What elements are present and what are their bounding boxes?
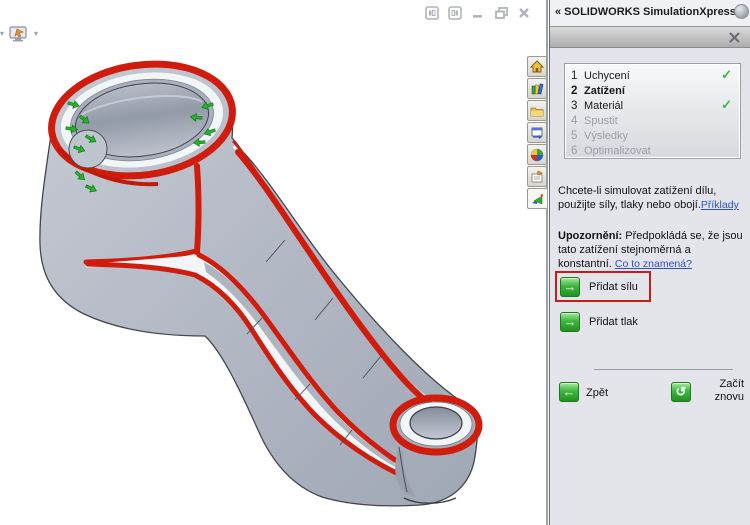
warning-label: Upozornění: bbox=[558, 230, 623, 242]
step-label: Uchycení bbox=[584, 69, 630, 82]
step-label: Spustit bbox=[584, 114, 618, 127]
pocket-face bbox=[85, 252, 406, 479]
restart-label[interactable]: Začít znovu bbox=[714, 378, 744, 403]
arrow-right-icon: → bbox=[563, 279, 577, 294]
wizard-step-3[interactable]: 3 Materiál ✓ bbox=[571, 97, 734, 113]
step-label: Materiál bbox=[584, 99, 624, 112]
wizard-step-1[interactable]: 1 Uchycení ✓ bbox=[571, 67, 734, 83]
wizard-step-2[interactable]: 2 Zatížení bbox=[571, 83, 734, 98]
taskpane-tab-view-palette[interactable] bbox=[527, 122, 547, 143]
taskpane-tab-simulationxpress[interactable] bbox=[527, 188, 547, 209]
intro-text: Chcete-li simulovat zatížení dílu, použi… bbox=[558, 185, 717, 211]
simulationxpress-icon bbox=[532, 193, 543, 204]
floating-toolbar: ▾ ▾ bbox=[0, 22, 38, 46]
step-number: 3 bbox=[571, 99, 578, 112]
minimize-button[interactable] bbox=[470, 5, 486, 21]
boss-notch bbox=[68, 129, 108, 169]
check-icon: ✓ bbox=[721, 97, 732, 112]
toolbar-dropdown-icon[interactable]: ▾ bbox=[34, 29, 39, 38]
toolbar-left-arrow-icon[interactable]: ▾ bbox=[0, 29, 5, 38]
arrow-right-icon: → bbox=[563, 314, 577, 329]
restore-button[interactable] bbox=[493, 5, 509, 21]
simulationxpress-panel: « SOLIDWORKS SimulationXpress 1 Uchycení ✓… bbox=[549, 0, 750, 525]
back-label[interactable]: Zpět bbox=[586, 387, 609, 399]
wizard-step-6: 6 Optimalizovat bbox=[571, 143, 734, 158]
wizard-step-5: 5 Výsledky bbox=[571, 128, 734, 143]
step-label: Optimalizovat bbox=[584, 144, 651, 157]
warning-text: Předpokládá se, že jsou tato zatížení st… bbox=[558, 230, 743, 270]
arrow-left-icon: ← bbox=[562, 384, 576, 399]
add-force-label[interactable]: Přidat sílu bbox=[589, 281, 638, 293]
examples-link[interactable]: Příklady bbox=[700, 199, 739, 211]
taskpane-tab-custom-properties[interactable] bbox=[527, 166, 547, 187]
step-number: 4 bbox=[571, 114, 578, 127]
close-icon[interactable] bbox=[728, 31, 741, 44]
view-palette-icon bbox=[531, 127, 543, 139]
step-label: Zatížení bbox=[584, 84, 625, 97]
steps-list: 1 Uchycení ✓ 2 Zatížení 3 Materiál ✓ 4 Spustit 5 Vý… bbox=[564, 63, 741, 159]
appearances-sphere-icon bbox=[530, 148, 544, 161]
help-ball-icon[interactable] bbox=[734, 4, 749, 19]
taskpane-tab-solidworks-resources[interactable] bbox=[527, 56, 547, 77]
step-number: 1 bbox=[571, 69, 578, 82]
screen-capture-icon[interactable] bbox=[8, 25, 30, 44]
home-icon bbox=[530, 59, 544, 72]
panel-title: « SOLIDWORKS SimulationXpress bbox=[555, 6, 736, 18]
taskpane-tab-file-explorer[interactable] bbox=[527, 100, 547, 121]
red-callout-box bbox=[555, 271, 651, 302]
wizard-step-4: 4 Spustit bbox=[571, 113, 734, 128]
custom-properties-icon bbox=[531, 170, 543, 182]
graphics-viewport[interactable]: ▾ ▾ bbox=[0, 0, 548, 525]
small-boss bbox=[389, 394, 483, 504]
close-window-button[interactable] bbox=[516, 5, 532, 21]
warning-paragraph: Upozornění: Předpokládá se, že jsou tato… bbox=[558, 229, 743, 271]
add-pressure-label[interactable]: Přidat tlak bbox=[589, 316, 638, 328]
step-number: 5 bbox=[571, 129, 578, 142]
taskpane-tabstrip bbox=[527, 56, 547, 210]
restart-button[interactable]: ↺ bbox=[671, 382, 691, 402]
step-label: Výsledky bbox=[584, 129, 629, 142]
part-body[interactable] bbox=[39, 53, 483, 507]
intro-paragraph: Chcete-li simulovat zatížení dílu, použi… bbox=[558, 184, 743, 212]
back-button[interactable]: ← bbox=[559, 382, 579, 402]
add-pressure-button[interactable]: → bbox=[560, 312, 580, 332]
pane-toggle-left-button[interactable] bbox=[424, 5, 440, 21]
taskpane-tab-appearances[interactable] bbox=[527, 144, 547, 165]
what-does-it-mean-link[interactable]: Co to znamená? bbox=[614, 258, 692, 270]
restart-icon: ↺ bbox=[675, 384, 687, 399]
window-controls bbox=[424, 5, 532, 21]
pane-toggle-right-button[interactable] bbox=[447, 5, 463, 21]
step-number: 6 bbox=[571, 144, 578, 157]
step-number: 2 bbox=[571, 84, 578, 97]
panel-header: « SOLIDWORKS SimulationXpress bbox=[550, 0, 750, 26]
boss-rim bbox=[48, 60, 236, 187]
add-force-button[interactable]: → bbox=[560, 277, 580, 297]
check-icon: ✓ bbox=[721, 67, 732, 82]
library-icon bbox=[531, 82, 544, 95]
taskpane-tab-design-library[interactable] bbox=[527, 78, 547, 99]
folder-icon bbox=[530, 107, 544, 116]
divider bbox=[594, 369, 733, 370]
panel-toolbar bbox=[550, 26, 750, 48]
part-model[interactable] bbox=[0, 0, 546, 525]
